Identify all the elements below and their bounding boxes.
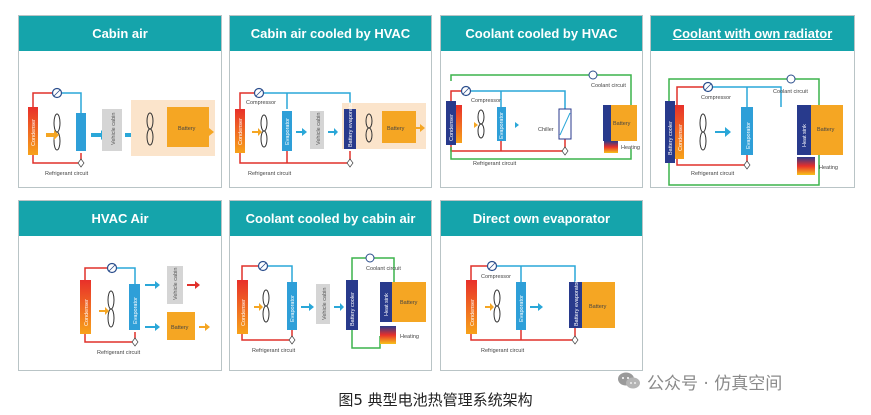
panel-title: HVAC Air bbox=[19, 201, 221, 236]
vehicle-cabin bbox=[102, 109, 122, 151]
svg-text:Refrigerant circuit: Refrigerant circuit bbox=[691, 171, 735, 177]
svg-text:Condenser: Condenser bbox=[678, 124, 684, 151]
svg-text:Refrigerant circuit: Refrigerant circuit bbox=[473, 161, 517, 167]
svg-text:Evaporator: Evaporator bbox=[285, 118, 291, 145]
svg-text:Battery: Battery bbox=[817, 127, 835, 133]
panel-coolant-with-own-radiator: Coolant with own radiator Compressor Coo… bbox=[650, 15, 855, 188]
svg-text:Refrigerant circuit: Refrigerant circuit bbox=[252, 348, 296, 354]
svg-text:Heating: Heating bbox=[621, 145, 640, 151]
svg-text:Battery evaporator: Battery evaporator bbox=[574, 281, 580, 326]
diagram-hvac-air: Condenser Evaporator Refrigerant circuit… bbox=[80, 262, 210, 356]
svg-text:Evaporator: Evaporator bbox=[519, 295, 525, 322]
svg-text:Coolant circuit: Coolant circuit bbox=[366, 266, 401, 272]
diagram-cabin-air-cooled-by-hvac: Compressor Condenser Evaporator Refriger… bbox=[235, 87, 426, 177]
panel-coolant-cooled-by-cabin-air: Coolant cooled by cabin air Condenser Ev… bbox=[229, 200, 432, 371]
svg-text:Battery: Battery bbox=[387, 126, 405, 132]
diagram-coolant-with-own-radiator: Compressor Coolant circuit Battery coole… bbox=[665, 74, 843, 186]
svg-text:Vehicle cabin: Vehicle cabin bbox=[111, 113, 117, 145]
svg-text:Heating: Heating bbox=[400, 334, 419, 340]
svg-text:Evaporator: Evaporator bbox=[499, 112, 505, 139]
watermark: 公众号 · 仿真空间 bbox=[617, 368, 857, 394]
svg-text:Battery cooler: Battery cooler bbox=[350, 292, 356, 326]
valve-icon bbox=[77, 158, 85, 168]
svg-text:Heating: Heating bbox=[819, 165, 838, 171]
svg-text:Battery: Battery bbox=[613, 121, 631, 127]
diagram-coolant-cooled-by-hvac: Compressor Condenser Evaporator Refriger… bbox=[446, 70, 640, 167]
svg-text:Battery cooler: Battery cooler bbox=[668, 121, 674, 155]
svg-text:Vehicle cabin: Vehicle cabin bbox=[322, 288, 328, 320]
svg-text:Evaporator: Evaporator bbox=[746, 122, 752, 149]
panel-cabin-air-cooled-by-hvac: Cabin air cooled by HVAC Compressor Cond… bbox=[229, 15, 432, 188]
svg-text:Heat sink: Heat sink bbox=[384, 293, 390, 316]
svg-text:Evaporator: Evaporator bbox=[290, 295, 296, 322]
diagram-direct-own-evaporator: Compressor Condenser Evaporator Refriger… bbox=[466, 260, 615, 354]
svg-text:Battery: Battery bbox=[400, 300, 418, 306]
svg-text:Compressor: Compressor bbox=[481, 274, 511, 280]
svg-text:Condenser: Condenser bbox=[449, 114, 455, 141]
evaporator-block bbox=[76, 113, 86, 151]
svg-text:Battery: Battery bbox=[178, 126, 196, 132]
panel-title: Cabin air bbox=[19, 16, 221, 51]
svg-text:Condenser: Condenser bbox=[470, 299, 476, 326]
panel-title: Coolant cooled by HVAC bbox=[441, 16, 642, 51]
svg-text:Vehicle cabin: Vehicle cabin bbox=[173, 268, 179, 300]
svg-text:Vehicle cabin: Vehicle cabin bbox=[316, 113, 322, 145]
watermark-text: 公众号 · 仿真空间 bbox=[647, 373, 783, 394]
svg-text:Refrigerant circuit: Refrigerant circuit bbox=[97, 350, 141, 356]
panel-coolant-cooled-by-hvac: Coolant cooled by HVAC Compressor Conden… bbox=[440, 15, 643, 188]
panel-title: Coolant cooled by cabin air bbox=[230, 201, 431, 236]
panel-hvac-air: HVAC Air Condenser Evaporator Refrigeran… bbox=[18, 200, 222, 371]
svg-text:Compressor: Compressor bbox=[471, 98, 501, 104]
diagram-coolant-cooled-by-cabin-air: Condenser Evaporator Refrigerant circuit… bbox=[237, 253, 426, 354]
svg-text:Battery: Battery bbox=[171, 325, 189, 331]
svg-text:Battery evaporator: Battery evaporator bbox=[348, 102, 354, 147]
svg-text:Condenser: Condenser bbox=[241, 299, 247, 326]
svg-text:Refrigerant circuit: Refrigerant circuit bbox=[248, 171, 292, 177]
svg-text:Chiller: Chiller bbox=[538, 127, 554, 133]
panel-title: Coolant with own radiator bbox=[651, 16, 854, 51]
svg-text:Coolant circuit: Coolant circuit bbox=[773, 89, 808, 95]
fan-icon bbox=[53, 113, 61, 133]
condenser-block bbox=[28, 107, 38, 155]
svg-text:Refrigerant circuit: Refrigerant circuit bbox=[481, 348, 525, 354]
svg-text:Battery: Battery bbox=[589, 304, 607, 310]
svg-text:Compressor: Compressor bbox=[701, 95, 731, 101]
svg-text:Condenser: Condenser bbox=[238, 118, 244, 145]
svg-text:Condenser: Condenser bbox=[31, 119, 37, 146]
svg-text:Compressor: Compressor bbox=[246, 100, 276, 106]
svg-text:Refrigerant circuit: Refrigerant circuit bbox=[45, 171, 89, 177]
wechat-icon bbox=[618, 372, 640, 389]
figure-caption: 图5 典型电池热管理系统架构 bbox=[338, 391, 533, 409]
svg-text:Evaporator: Evaporator bbox=[133, 297, 139, 324]
panel-title: Direct own evaporator bbox=[441, 201, 642, 236]
panel-direct-own-evaporator: Direct own evaporator Compressor Condens… bbox=[440, 200, 643, 371]
battery-block bbox=[167, 107, 209, 147]
svg-text:Heat sink: Heat sink bbox=[802, 124, 808, 147]
panel-title: Cabin air cooled by HVAC bbox=[230, 16, 431, 51]
diagram-cabin-air: Condenser Refrigerant circuit Vehicle ca… bbox=[28, 87, 215, 177]
svg-text:Condenser: Condenser bbox=[84, 299, 90, 326]
svg-text:Coolant circuit: Coolant circuit bbox=[591, 83, 626, 89]
panel-cabin-air: Cabin air Condenser bbox=[18, 15, 222, 188]
